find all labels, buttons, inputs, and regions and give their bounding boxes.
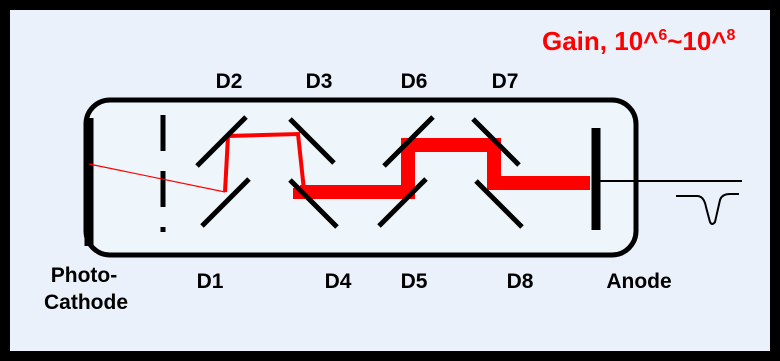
dynode-d3 bbox=[288, 117, 336, 165]
label-d2: D2 bbox=[216, 70, 243, 93]
gain-label: Gain, 10^6~10^8 bbox=[542, 26, 736, 56]
dynode-d1 bbox=[200, 177, 251, 228]
gain-exp-high: 8 bbox=[727, 27, 736, 44]
output-pulse bbox=[676, 193, 739, 225]
dynode-d6 bbox=[382, 115, 435, 168]
dynode-d5 bbox=[377, 177, 428, 228]
gain-prefix: Gain, 10^ bbox=[542, 26, 658, 56]
photocathode-label-line1: Photo- bbox=[51, 264, 117, 287]
dynode-d7 bbox=[471, 117, 521, 167]
electron-path-3 bbox=[403, 142, 417, 187]
label-d1: D1 bbox=[197, 270, 224, 293]
dynode-d4 bbox=[288, 178, 339, 229]
dynode-d2 bbox=[195, 115, 248, 168]
gain-exp-low: 6 bbox=[658, 27, 667, 44]
dynode-d8 bbox=[474, 179, 524, 229]
anode-label: Anode bbox=[606, 270, 671, 293]
photocathode-label-line2: Cathode bbox=[44, 291, 128, 314]
label-d6: D6 bbox=[401, 70, 428, 93]
gain-sep: ~10^ bbox=[667, 26, 726, 56]
label-d8: D8 bbox=[507, 270, 534, 293]
label-d5: D5 bbox=[401, 270, 428, 293]
label-d7: D7 bbox=[492, 70, 519, 93]
label-d3: D3 bbox=[306, 70, 333, 93]
primary-electron-path bbox=[88, 163, 226, 193]
label-d4: D4 bbox=[325, 270, 352, 293]
